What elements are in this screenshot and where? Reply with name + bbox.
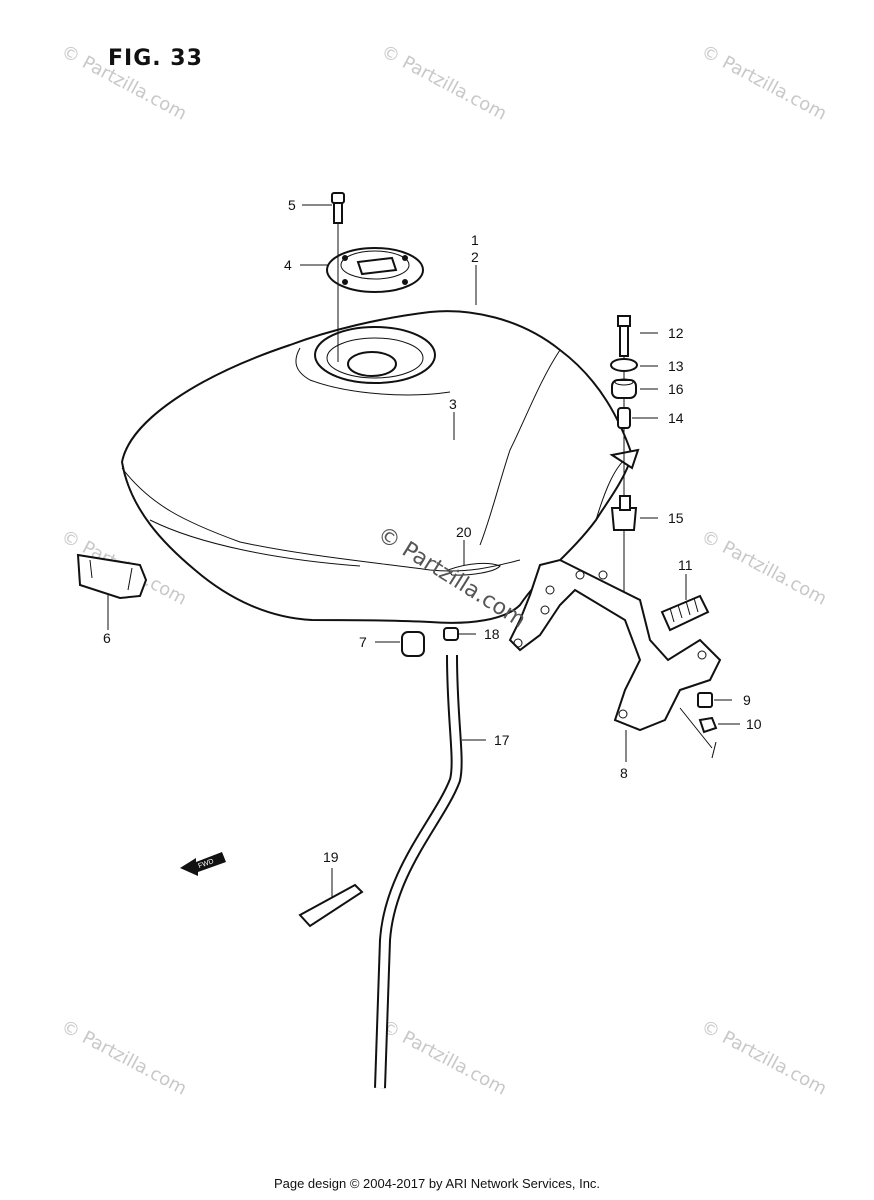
cushion-6 [76,553,148,630]
callout-7: 7 [359,634,367,650]
callout-13: 13 [668,358,684,374]
page-footer: Page design © 2004-2017 by ARI Network S… [273,1176,601,1191]
watermark-text: © Partzilla.com [698,1016,831,1100]
watermark-text: © Partzilla.com [58,1016,191,1100]
callout-20: 20 [456,524,472,540]
callout-11: 11 [678,557,693,573]
watermark-text: © Partzilla.com [698,526,831,610]
callout-17: 17 [494,732,510,748]
fwd-arrow-icon: FWD [180,852,226,876]
callout-10: 10 [746,716,762,732]
clamp-19 [298,868,364,928]
callout-8: 8 [620,765,628,781]
callout-3: 3 [449,396,457,412]
callout-9: 9 [743,692,751,708]
callout-16: 16 [668,381,684,397]
callout-14: 14 [668,410,684,426]
figure-title: FIG. 33 [108,46,203,71]
callout-18: 18 [484,626,500,642]
leader-lines [300,204,740,762]
callouts: 1 2 3 4 5 6 7 8 9 10 11 12 13 14 15 16 1… [103,197,762,865]
bolt-9-nut-10 [679,692,718,759]
callout-19: 19 [323,849,339,865]
callout-15: 15 [668,510,684,526]
watermark-text: © Partzilla.com [378,1016,511,1100]
watermark-text: © Partzilla.com [378,41,511,125]
cushion-7 [401,631,425,657]
callout-4: 4 [284,257,292,273]
breather-hose [374,627,463,1089]
damper-11 [660,594,710,632]
callout-12: 12 [668,325,684,341]
fuel-cap [326,210,424,362]
fuel-tank [120,310,640,624]
watermark-text: © Partzilla.com [698,41,831,125]
callout-6: 6 [103,630,111,646]
bracket [508,558,722,732]
rear-mount-parts [610,315,638,600]
bolt-5 [331,192,345,224]
callout-2: 2 [471,249,479,265]
callout-5: 5 [288,197,296,213]
callout-1: 1 [471,232,479,248]
